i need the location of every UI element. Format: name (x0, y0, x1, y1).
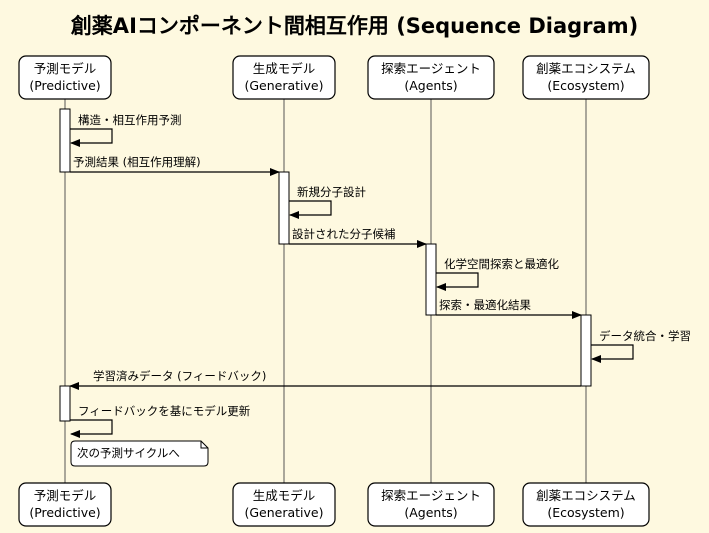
participant-predictive-top: 予測モデル (Predictive) (18, 55, 112, 100)
message-label: フィードバックを基にモデル更新 (78, 404, 251, 418)
activation-bar-agents (425, 243, 437, 316)
participant-subtitle: (Generative) (244, 505, 323, 520)
message-8: 学習済みデータ (フィードバック) (69, 369, 581, 390)
participant-agents-top: 探索エージェント (Agents) (367, 55, 495, 100)
participant-name: 予測モデル (34, 488, 97, 503)
participant-generative-top: 生成モデル (Generative) (232, 55, 336, 100)
self-message-arrow (436, 272, 479, 291)
self-message-arrow (70, 419, 113, 438)
self-message-arrow (289, 200, 332, 219)
message-label: データ統合・学習 (599, 329, 691, 343)
note-box: 次の予測サイクルへ (70, 440, 209, 467)
participant-name: 生成モデル (253, 488, 316, 503)
participant-name: 生成モデル (253, 61, 316, 76)
activation-bar-ecosystem (580, 314, 592, 387)
message-label: 予測結果 (相互作用理解) (73, 155, 201, 169)
participant-name: 予測モデル (34, 61, 97, 76)
participant-name: 探索エージェント (381, 488, 481, 503)
participant-agents-bottom: 探索エージェント (Agents) (367, 482, 495, 527)
participant-subtitle: (Ecosystem) (547, 505, 624, 520)
message-label: 化学空間探索と最適化 (444, 257, 559, 271)
message-1: 構造・相互作用予測 (70, 113, 182, 147)
self-message-arrow (70, 128, 113, 147)
message-9: フィードバックを基にモデル更新 (70, 404, 251, 438)
message-3: 新規分子設計 (289, 185, 366, 219)
message-label: 探索・最適化結果 (439, 298, 531, 312)
activation-bar-generative (278, 171, 290, 245)
message-label: 設計された分子候補 (292, 227, 396, 241)
message-6: 探索・最適化結果 (436, 298, 582, 319)
participant-subtitle: (Predictive) (29, 78, 100, 93)
activation-bar-predictive (59, 108, 71, 173)
message-label: 新規分子設計 (297, 185, 366, 199)
participant-subtitle: (Agents) (404, 78, 457, 93)
participant-name: 探索エージェント (381, 61, 481, 76)
message-2: 予測結果 (相互作用理解) (70, 155, 280, 176)
participant-ecosystem-top: 創薬エコシステム (Ecosystem) (522, 55, 650, 100)
participant-name: 創薬エコシステム (536, 61, 636, 76)
diagram-title: 創薬AIコンポーネント間相互作用 (Sequence Diagram) (70, 14, 639, 38)
participant-predictive-bottom: 予測モデル (Predictive) (18, 482, 112, 527)
participant-ecosystem-bottom: 創薬エコシステム (Ecosystem) (522, 482, 650, 527)
message-label: 構造・相互作用予測 (78, 113, 182, 127)
participant-subtitle: (Ecosystem) (547, 78, 624, 93)
message-4: 設計された分子候補 (289, 227, 427, 248)
participant-subtitle: (Generative) (244, 78, 323, 93)
message-label: 学習済みデータ (フィードバック) (93, 369, 266, 383)
message-7: データ統合・学習 (591, 329, 691, 363)
note-text: 次の予測サイクルへ (77, 446, 180, 460)
self-message-arrow (591, 344, 634, 363)
activation-bar-predictive (59, 385, 71, 422)
participant-subtitle: (Predictive) (29, 505, 100, 520)
message-5: 化学空間探索と最適化 (436, 257, 559, 291)
participant-name: 創薬エコシステム (536, 488, 636, 503)
participant-generative-bottom: 生成モデル (Generative) (232, 482, 336, 527)
participant-subtitle: (Agents) (404, 505, 457, 520)
